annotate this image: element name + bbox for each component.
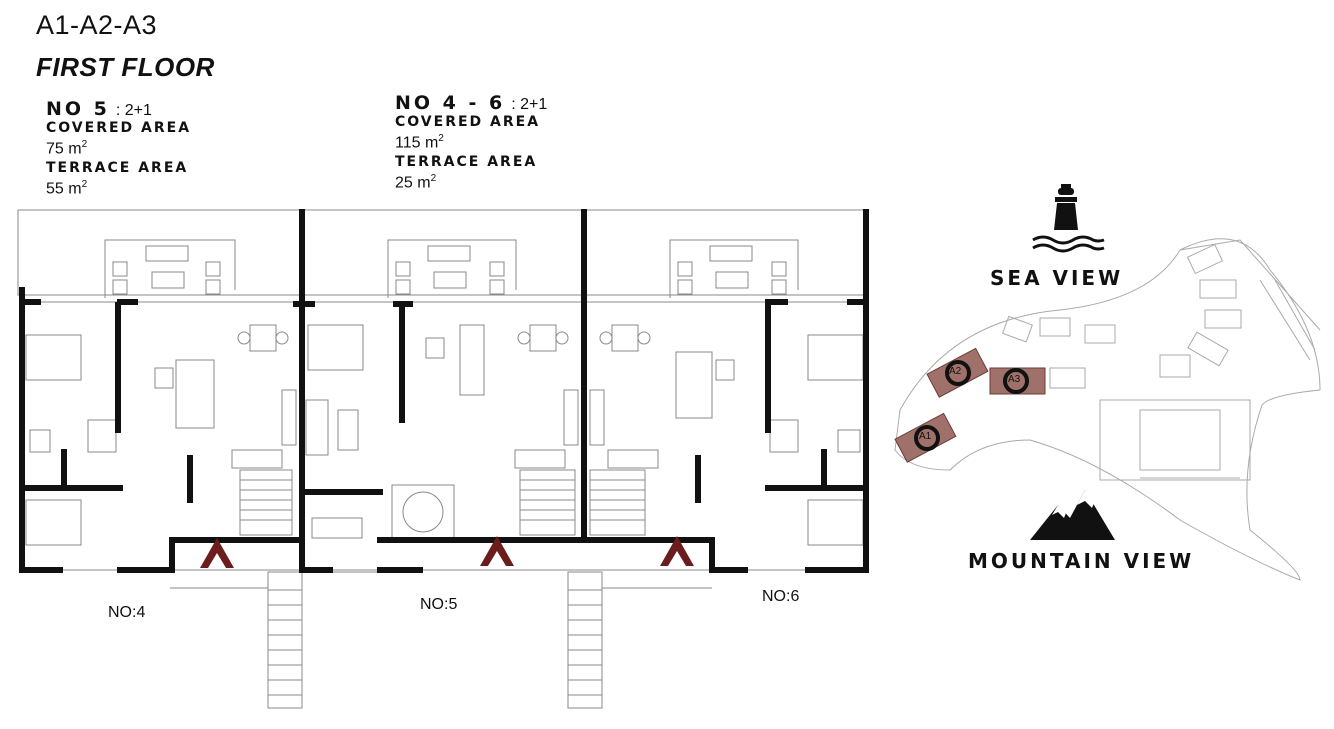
- unit-type: : 2+1: [115, 102, 152, 119]
- covered-area-label: COVERED AREA: [395, 114, 541, 130]
- bed: [307, 324, 364, 371]
- bed: [25, 334, 82, 381]
- kitchen-counter: [607, 449, 659, 469]
- highlighted-blocks: [894, 347, 1046, 463]
- terrace-sofa: [427, 245, 471, 262]
- block-a3: [989, 367, 1046, 395]
- entrance-arrow-icon: [660, 536, 694, 566]
- site-map: [894, 238, 1321, 581]
- terrace-area-value: 25 m2: [395, 173, 437, 192]
- unit-type: : 2+1: [511, 96, 548, 113]
- terrace-outline: [17, 209, 867, 296]
- dining-table: [529, 324, 557, 352]
- marker-a1: A1: [919, 431, 932, 442]
- unit-heading: NO 5 : 2+1: [46, 98, 191, 120]
- mountain-icon: [1030, 490, 1115, 540]
- marker-a3: A3: [1008, 374, 1021, 385]
- floor-title: FIRST FLOOR: [36, 52, 215, 82]
- unit-info-no5: NO 5 : 2+1 COVERED AREA 75 m2 TERRACE ARE…: [46, 98, 191, 199]
- unit-name: NO 5: [46, 98, 110, 120]
- unit-heading: NO 4 - 6 : 2+1: [395, 92, 547, 114]
- bed: [807, 499, 864, 546]
- terrace-area-label: TERRACE AREA: [395, 154, 538, 171]
- block-markers: [914, 360, 1029, 451]
- terrace-area-value: 55 m2: [46, 179, 88, 198]
- terrace-sofa: [709, 245, 753, 262]
- mountain-view-label: MOUNTAIN VIEW: [968, 549, 1195, 573]
- interior-outline: [23, 301, 867, 571]
- exterior-stairs: [170, 571, 712, 709]
- terrace-sofa: [145, 245, 189, 262]
- block-title: A1-A2-A3: [36, 10, 158, 40]
- kitchen-counter: [231, 449, 283, 469]
- terrace-bay-right: [669, 239, 799, 298]
- walls: [19, 209, 869, 573]
- bed: [807, 334, 864, 381]
- dining-table: [611, 324, 639, 352]
- entrance-arrow-icon: [480, 536, 514, 566]
- unit-info-no4-6: NO 4 - 6 : 2+1 COVERED AREA 115 m2 TERRAC…: [395, 92, 547, 193]
- unit-label-no5: NO:5: [420, 596, 458, 613]
- unit-label-no6: NO:6: [762, 588, 800, 605]
- dining-table: [249, 324, 277, 352]
- covered-area-value: 115 m2: [395, 133, 444, 152]
- sea-view-label: SEA VIEW: [990, 266, 1124, 290]
- entrance-arrow-icon: [200, 538, 234, 568]
- covered-area-value: 75 m2: [46, 139, 88, 158]
- terrace-area-label: TERRACE AREA: [46, 160, 189, 177]
- marker-a2: A2: [949, 366, 962, 377]
- kitchen-counter: [514, 449, 566, 469]
- staircase: [239, 469, 646, 541]
- bed: [25, 499, 82, 546]
- bed: [311, 517, 363, 539]
- unit-label-no4: NO:4: [108, 604, 146, 621]
- terrace-bay-left: [104, 239, 236, 298]
- lighthouse-icon: [1032, 184, 1105, 253]
- entrance-arrows: [200, 536, 694, 568]
- covered-area-label: COVERED AREA: [46, 120, 192, 136]
- unit-name: NO 4 - 6: [395, 92, 506, 114]
- terrace-bay-mid: [387, 239, 517, 298]
